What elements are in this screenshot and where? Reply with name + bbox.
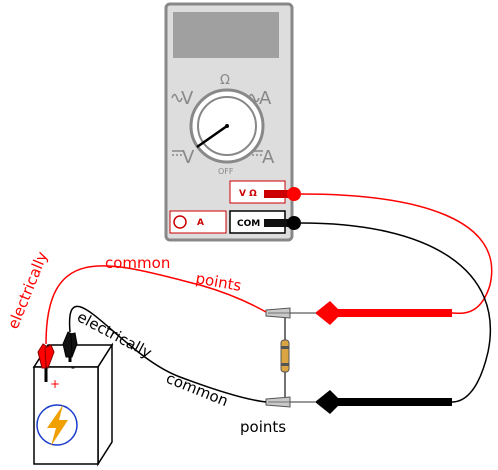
black-test-lead-wire: [300, 222, 492, 403]
black-battery-clip[interactable]: [62, 331, 78, 362]
red-banana-plug[interactable]: [264, 187, 301, 201]
selector-dial[interactable]: [189, 88, 265, 164]
battery-side: [97, 342, 113, 467]
jack-volt-ohm-label: V Ω: [239, 189, 257, 199]
dc-symbol-icon: [172, 150, 183, 156]
jack-amps-label: A: [197, 218, 204, 228]
jack-common-label: COM: [237, 219, 260, 229]
jack-amps[interactable]: A: [169, 210, 227, 234]
battery-positive-label: +: [50, 377, 60, 391]
red-circuit-wire: [45, 265, 267, 345]
dial-label-dc-amps: A: [262, 147, 275, 168]
multimeter-display: [173, 12, 279, 58]
lightning-bolt-icon: [47, 405, 68, 446]
dial-label-off: OFF: [218, 167, 234, 176]
ac-wave-icon: [171, 93, 183, 103]
alligator-clip-icon[interactable]: [265, 396, 291, 408]
black-banana-plug[interactable]: [264, 216, 301, 230]
red-battery-clip[interactable]: [37, 343, 55, 382]
annotation-black-points: points: [240, 418, 286, 436]
dial-label-dc-volts: V: [182, 147, 195, 168]
dial-label-ac-amps: A: [259, 88, 272, 109]
annotation-red-electrically: electrically: [4, 249, 51, 332]
dc-symbol-icon: [252, 150, 263, 156]
alligator-clip-icon[interactable]: [265, 307, 291, 319]
black-circuit-wire: [68, 305, 267, 403]
battery-negative-label: -: [71, 361, 75, 374]
black-test-probe[interactable]: [289, 390, 452, 414]
multimeter: Ω V A V A OFF V Ω A: [164, 2, 301, 242]
red-test-lead-wire: [300, 193, 493, 315]
dial-pointer: [196, 124, 228, 149]
annotation-black-common: common: [164, 369, 231, 410]
dial-label-ac-volts: V: [181, 88, 194, 109]
annotation-red-points: points: [194, 269, 243, 295]
red-test-probe[interactable]: [289, 301, 452, 325]
resistor-icon: [280, 313, 290, 402]
annotation-red-common: common: [105, 254, 170, 272]
ac-wave-icon: [248, 93, 260, 103]
battery: + -: [32, 342, 114, 467]
dial-label-ohm: Ω: [220, 73, 230, 88]
